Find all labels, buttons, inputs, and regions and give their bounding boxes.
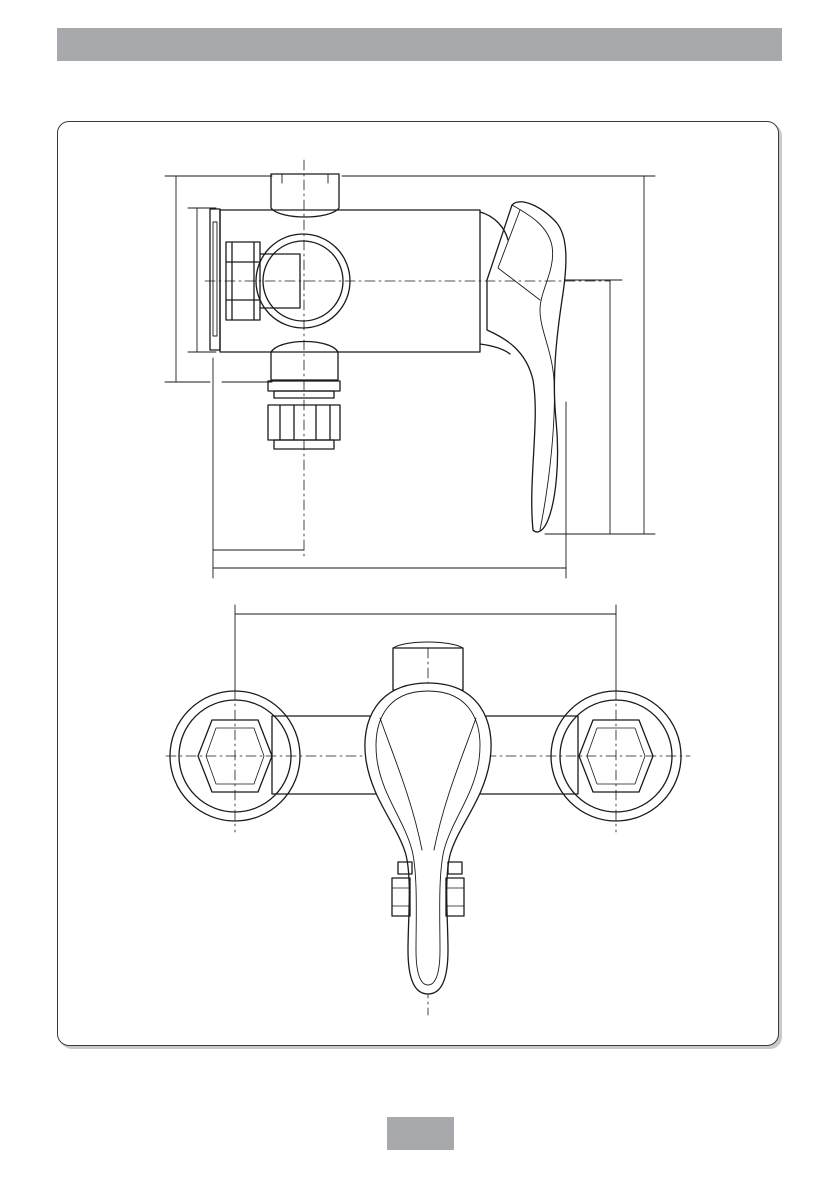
lever-neck xyxy=(480,212,510,354)
bottom-boss xyxy=(271,342,338,381)
front-view xyxy=(166,605,690,1015)
lever-handle-front xyxy=(365,683,491,994)
side-view xyxy=(165,160,655,578)
page-number xyxy=(387,1117,454,1150)
side-view-dimension-lines xyxy=(165,176,655,578)
side-view-center-lines xyxy=(205,160,610,558)
lever-handle-side xyxy=(487,202,566,532)
wall-flange xyxy=(210,209,220,350)
